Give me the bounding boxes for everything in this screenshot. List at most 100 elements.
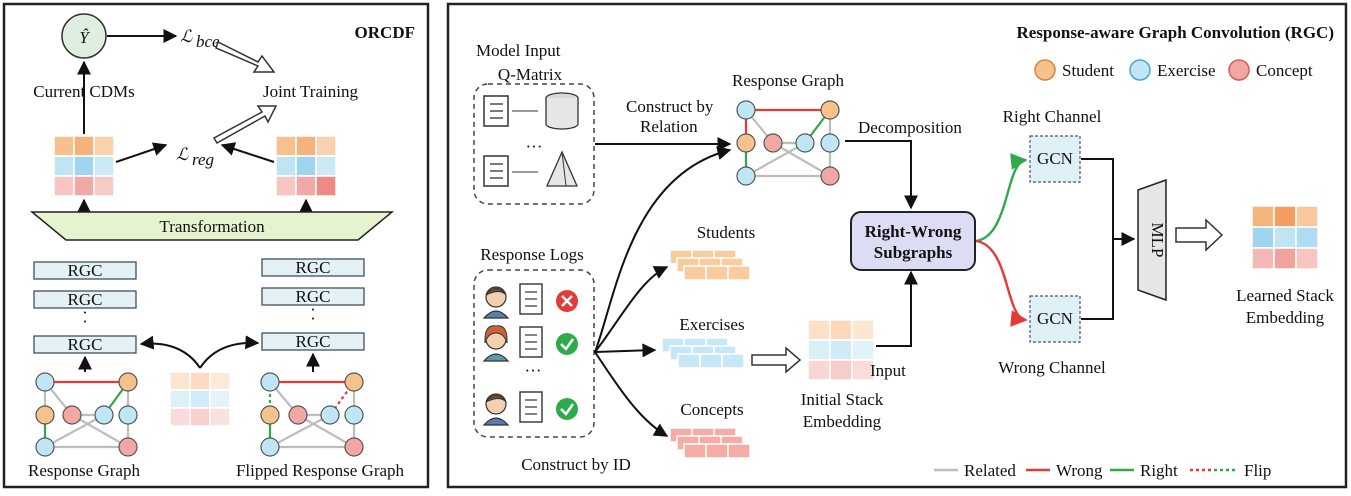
arrow-shared-to-left-rgc <box>139 335 201 369</box>
right-panel: Response-aware Graph Convolution (RGC) S… <box>446 2 1348 489</box>
svg-text:RGC: RGC <box>68 290 103 309</box>
legend-right-label: Right <box>1140 461 1178 480</box>
legend-exercise-label: Exercise <box>1157 61 1216 80</box>
arrow-right-emb-to-reg <box>220 142 275 163</box>
svg-text:bce: bce <box>196 32 220 51</box>
reg-hollow-arrow <box>212 105 278 145</box>
svg-text:···: ··· <box>525 361 542 380</box>
subgraphs-label-1: Right-Wrong <box>865 222 962 241</box>
response-logs-label: Response Logs <box>480 245 583 264</box>
q-matrix-box <box>473 83 595 205</box>
left-response-graph-label: Response Graph <box>28 461 140 480</box>
response-logs-box <box>473 269 595 438</box>
exercises-label: Exercises <box>679 315 744 334</box>
model-input-label: Model Input <box>476 41 561 60</box>
arrow-left-emb-to-reg <box>115 142 168 163</box>
svg-text:RGC: RGC <box>296 258 331 277</box>
exercises-stack <box>661 337 745 369</box>
wrong-gcn-label: GCN <box>1037 309 1073 328</box>
construct-by-relation-label-2: Relation <box>640 117 698 136</box>
subgraphs-label-2: Subgraphs <box>874 243 953 262</box>
transformation-block <box>29 211 395 241</box>
loss-bce-label: ℒ bce <box>180 27 220 51</box>
q-matrix-contents: ··· <box>483 92 579 187</box>
right-panel-title: Response-aware Graph Convolution (RGC) <box>1016 23 1334 42</box>
learned-stack-embedding <box>1251 205 1319 270</box>
svg-text:·: · <box>82 312 88 331</box>
svg-text:·: · <box>82 303 88 322</box>
prediction-node <box>61 13 107 59</box>
legend-flip-label: Flip <box>1244 461 1271 480</box>
initial-stack-label-1: Initial Stack <box>801 390 884 409</box>
arrow-graph-to-subgraphs <box>845 140 918 210</box>
initial-stack-label-2: Embedding <box>803 412 882 431</box>
students-label: Students <box>697 223 756 242</box>
mlp-block <box>1137 178 1167 302</box>
edge-legend: Related Wrong Right Flip <box>934 461 1271 480</box>
student-avatar-icon-3 <box>482 393 510 426</box>
answer-sheet-icon <box>519 283 543 315</box>
svg-text:RGC: RGC <box>296 332 331 351</box>
svg-text:reg: reg <box>192 150 214 169</box>
right-gcn-box <box>1029 135 1081 183</box>
svg-text:RGC: RGC <box>296 287 331 306</box>
legend-student-swatch <box>1034 59 1056 81</box>
student-avatar-icon <box>482 286 510 319</box>
hollow-arrow-to-learned <box>1175 218 1224 252</box>
right-embedding-grid <box>275 135 337 197</box>
legend-concept-label: Concept <box>1256 61 1313 80</box>
cylinder-icon <box>545 92 579 130</box>
left-panel: ORCDF Ŷ ℒ bce Joint Training Current CDM… <box>2 2 430 489</box>
legend-wrong-label: Wrong <box>1056 461 1103 480</box>
cone-icon <box>546 150 578 187</box>
legend-related-label: Related <box>964 461 1016 480</box>
flipped-response-graph-label: Flipped Response Graph <box>236 461 405 480</box>
answer-sheet-icon-3 <box>519 391 543 423</box>
left-embedding-grid <box>53 135 115 197</box>
joint-training-label: Joint Training <box>263 82 358 101</box>
legend-exercise-swatch <box>1129 59 1151 81</box>
svg-text:RGC: RGC <box>68 261 103 280</box>
response-logs-contents: ··· <box>482 283 578 426</box>
shared-embedding-grid <box>169 371 231 427</box>
right-mark-icon <box>556 333 578 355</box>
right-channel-label: Right Channel <box>1003 107 1102 126</box>
right-channel-arrow <box>975 153 1028 243</box>
wrong-channel-label: Wrong Channel <box>998 358 1106 377</box>
right-gcn-label: GCN <box>1037 149 1073 168</box>
exercise-doc-icon <box>483 95 509 127</box>
response-graph-label: Response Graph <box>732 71 844 90</box>
svg-text:···: ··· <box>526 137 543 156</box>
left-response-graph <box>35 372 138 457</box>
concepts-label: Concepts <box>680 400 743 419</box>
arrow-input-to-subgraphs <box>876 270 918 347</box>
decomposition-label: Decomposition <box>858 118 962 137</box>
students-stack <box>669 249 751 281</box>
svg-text:ℒ: ℒ <box>180 27 193 46</box>
learned-stack-label-1: Learned Stack <box>1236 286 1334 305</box>
svg-text:·: · <box>310 300 316 319</box>
mlp-label: MLP <box>1148 223 1167 258</box>
svg-text:RGC: RGC <box>68 335 103 354</box>
left-rgc-stack: RGC RGC · · RGC <box>33 261 137 354</box>
right-rgc-stack: RGC RGC · · RGC <box>261 258 365 351</box>
y-hat-label: Ŷ <box>79 28 90 47</box>
arrow-logs-to-concepts <box>594 351 669 437</box>
node-legend: Student Exercise Concept <box>1034 59 1313 81</box>
construct-by-id-label: Construct by ID <box>521 455 631 474</box>
left-panel-title: ORCDF <box>355 23 415 42</box>
wrong-channel-arrow <box>975 239 1028 327</box>
arrow-logs-to-exercises <box>594 343 657 358</box>
initial-stack-embedding <box>807 319 875 381</box>
answer-sheet-icon-2 <box>519 326 543 358</box>
loss-reg-label: ℒ reg <box>176 145 214 169</box>
legend-student-label: Student <box>1062 61 1114 80</box>
learned-stack-label-2: Embedding <box>1246 308 1325 327</box>
concepts-stack <box>669 427 751 459</box>
exercise-doc-icon-2 <box>483 155 509 187</box>
arrow-logs-to-students <box>594 266 669 353</box>
transformation-label: Transformation <box>159 217 265 236</box>
student-avatar-icon-2 <box>482 325 510 362</box>
